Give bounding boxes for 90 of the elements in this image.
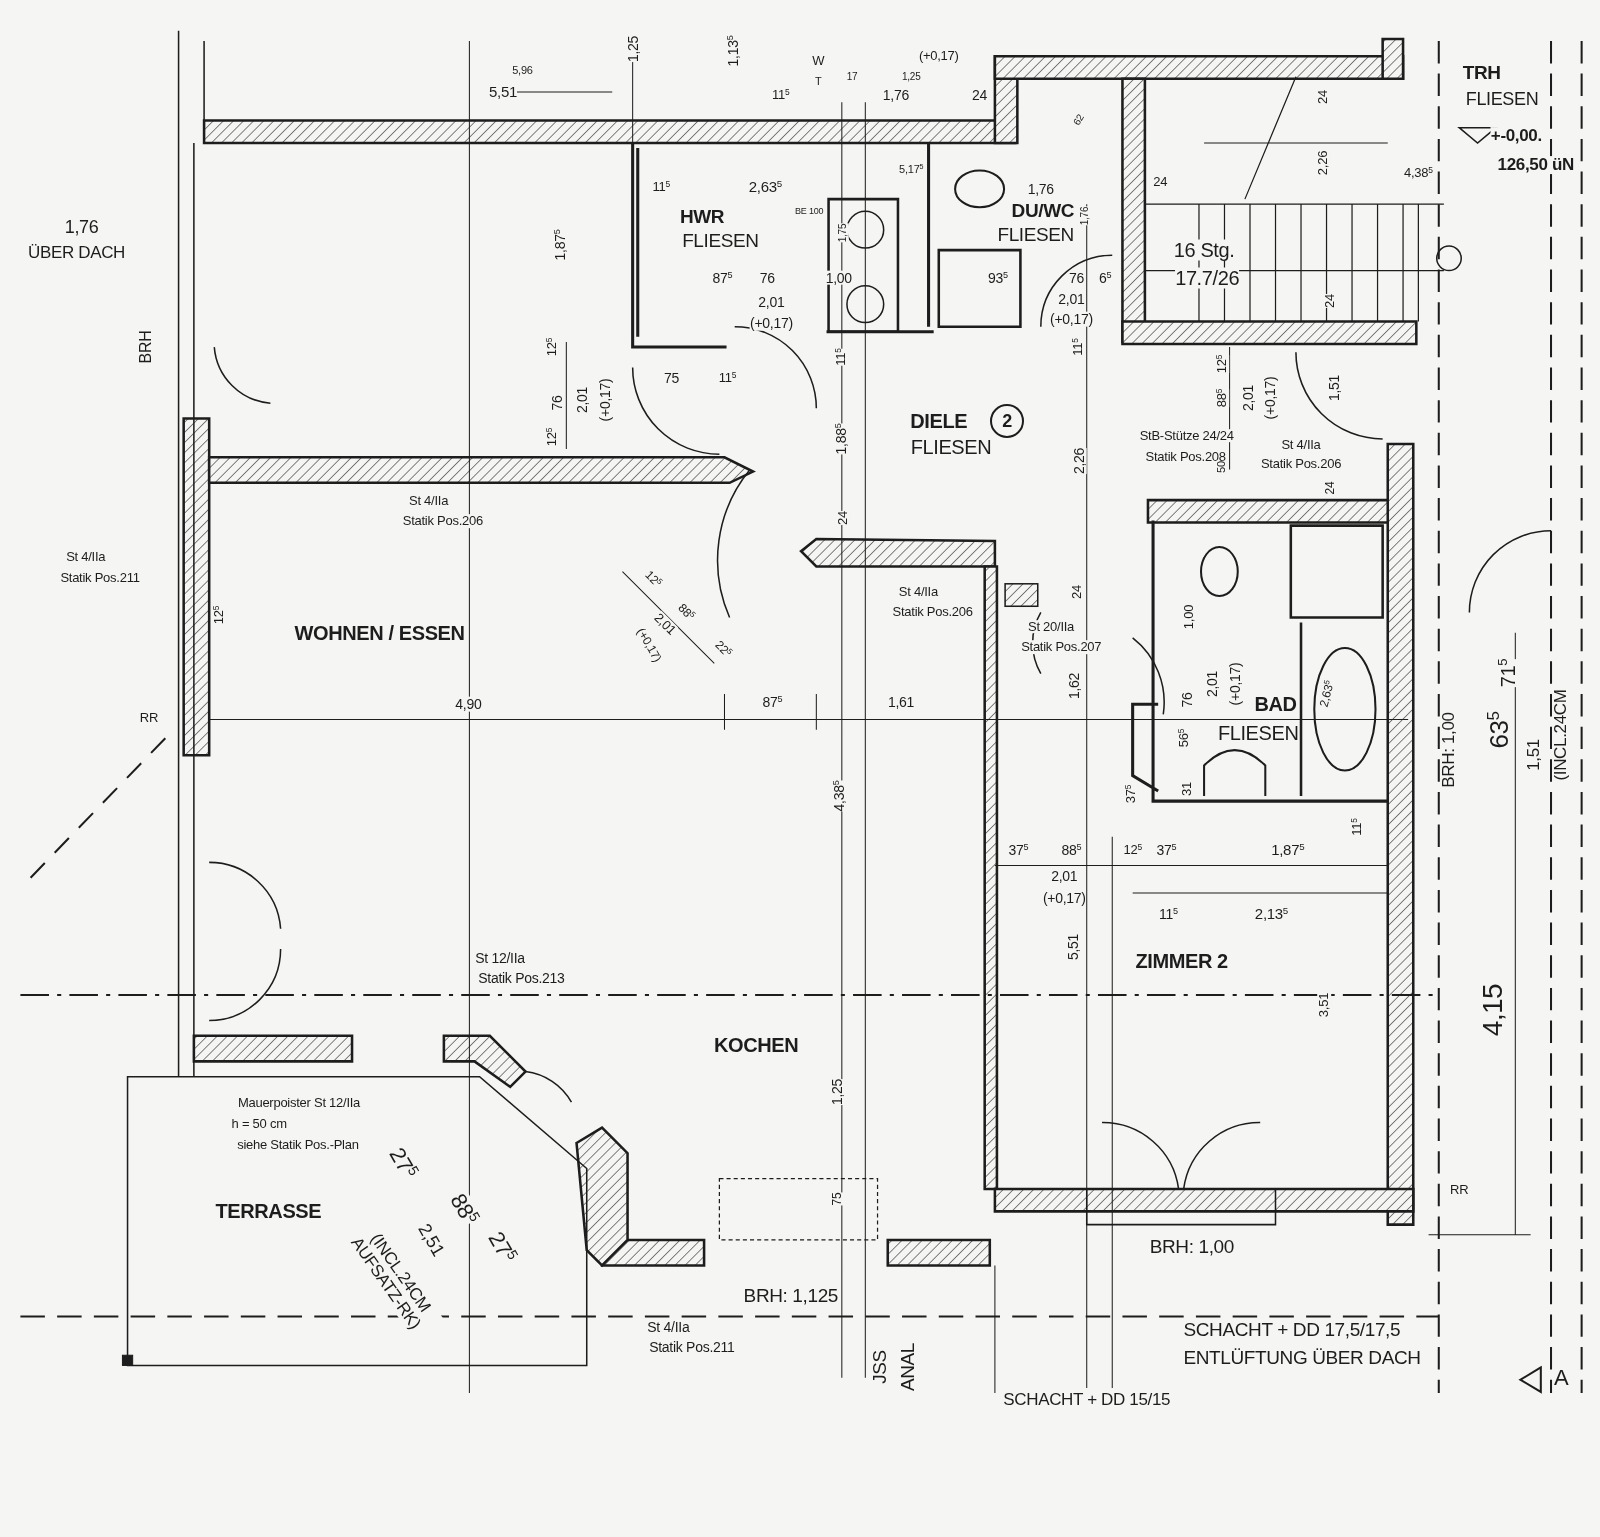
plan-label: (+0,17) <box>918 49 959 63</box>
plan-label: St 12/IIa <box>475 950 525 966</box>
plan-label: St 20/IIa <box>1027 619 1075 634</box>
plan-label: StB-Stütze 24/24 <box>1139 428 1234 443</box>
plan-label: 1,87$^{5}$ <box>1271 842 1305 858</box>
plan-label: 1,76 <box>882 87 909 103</box>
plan-label: Statik Pos.211 <box>60 570 140 585</box>
plan-label: 87$^{5}$ <box>762 694 783 710</box>
plan-label: 3,51 <box>1317 992 1332 1018</box>
plan-label: 11$^{5}$ <box>652 179 670 194</box>
plan-label: 24 <box>1153 174 1168 189</box>
plan-label: 93$^{5}$ <box>988 270 1008 285</box>
plan-label: 5,96 <box>512 65 533 78</box>
plan-label: (+0,17) <box>1042 890 1086 906</box>
plan-label: 24 <box>1069 584 1084 599</box>
plan-label: (+0,17) <box>1263 376 1278 420</box>
plan-label: T <box>815 75 822 88</box>
room-number-circle: 2 <box>990 404 1025 439</box>
plan-label: 1,76 <box>1027 181 1054 197</box>
plan-label: 24 <box>1323 481 1336 495</box>
plan-label: 76 <box>759 270 775 285</box>
plan-label: 76 <box>1069 270 1084 285</box>
plan-label: 6$^{5}$ <box>1098 270 1112 285</box>
plan-label: Statik Pos.211 <box>649 1339 735 1355</box>
plan-label: 87$^{5}$ <box>712 270 733 285</box>
plan-label: (+0,17) <box>1227 662 1243 706</box>
plan-label: 2,01 <box>758 294 785 310</box>
plan-label: 1,76 <box>64 217 99 236</box>
plan-label: RR <box>1450 1182 1469 1197</box>
plan-label: BRH: 1,00 <box>1440 712 1458 788</box>
plan-label: (+0,17) <box>750 316 793 331</box>
plan-label: siehe Statik Pos.-Plan <box>237 1138 359 1152</box>
plan-label: 2,01 <box>1051 868 1078 883</box>
plan-label: St 4/IIa <box>66 550 106 564</box>
plan-label: 11$^{5}$ <box>718 370 737 385</box>
plan-label: 17 <box>846 71 858 82</box>
plan-label: 75 <box>830 1192 844 1206</box>
plan-label: 2,01 <box>1058 291 1085 307</box>
plan-label: 16 Stg. <box>1173 239 1235 261</box>
plan-label: 1,00 <box>825 270 852 285</box>
plan-label: 2,01 <box>1204 670 1220 697</box>
plan-label: St 4/IIa <box>898 585 938 599</box>
plan-label: 17.7/26 <box>1175 267 1240 289</box>
plan-label: 31 <box>1179 781 1194 796</box>
plan-label: 76 <box>549 395 565 411</box>
plan-label: 4,38$^{5}$ <box>1404 166 1433 181</box>
plan-label: St 4/IIa <box>647 1319 690 1334</box>
plan-label: 1,76 <box>1079 207 1090 226</box>
plan-label: 2,01 <box>1240 384 1256 411</box>
plan-label: 5,17$^{5}$ <box>899 164 924 177</box>
plan-label: 62 <box>1071 113 1086 128</box>
plan-label: 1,25 <box>625 35 640 63</box>
plan-label: (+0,17) <box>597 378 613 422</box>
plan-label: Statik Pos.207 <box>1021 640 1102 654</box>
plan-label: 1,62 <box>1067 672 1082 699</box>
plan-label: 37$^{5}$ <box>1156 842 1177 858</box>
plan-label: 1,75 <box>837 223 849 242</box>
plan-label: 37$^{5}$ <box>1008 842 1029 858</box>
plan-label: 1,25 <box>901 71 921 82</box>
plan-label: BE 100 <box>794 207 824 217</box>
plan-label: 2,26 <box>1071 448 1086 475</box>
plan-label: 5,51 <box>1066 933 1081 960</box>
plan-label: 76 <box>1179 692 1195 708</box>
plan-label: 75 <box>663 370 679 385</box>
plan-label: 2,01 <box>574 386 589 414</box>
plan-label: +-0,00. <box>1490 126 1542 145</box>
plan-label: 12$^{5}$ <box>1123 843 1142 857</box>
plan-label: 2,13$^{5}$ <box>1254 906 1288 923</box>
plan-label: Mauerpoister St 12/IIa <box>237 1096 361 1110</box>
plan-label: 4,90 <box>455 696 482 712</box>
plan-label: 24 <box>836 511 850 526</box>
plan-label: 1,51 <box>1326 374 1341 401</box>
plan-label: St 4/IIa <box>1281 438 1321 452</box>
plan-label: 24 <box>1322 294 1337 308</box>
plan-label: (INCL.24CM <box>1552 689 1571 781</box>
plan-label: 24 <box>972 87 988 103</box>
plan-label: 88$^{5}$ <box>1061 842 1082 858</box>
plan-label: 2,26 <box>1316 151 1331 176</box>
plan-label: 11$^{5}$ <box>771 88 790 102</box>
plan-label: 1,51 <box>1524 739 1543 771</box>
plan-label: 1,00 <box>1181 605 1196 630</box>
plan-label: 1,25 <box>829 1078 845 1105</box>
plan-label: 2,63$^{5}$ <box>748 178 782 195</box>
plan-label: Statik Pos.213 <box>478 970 565 985</box>
plan-label: (+0,17) <box>1050 312 1093 327</box>
plan-label: Statik Pos.206 <box>402 514 483 529</box>
plan-label: 1,61 <box>887 694 915 710</box>
plan-label: 126,50 üN <box>1497 156 1574 175</box>
plan-label: St 4/IIa <box>409 494 449 508</box>
plan-label: 11$^{5}$ <box>1159 906 1178 922</box>
